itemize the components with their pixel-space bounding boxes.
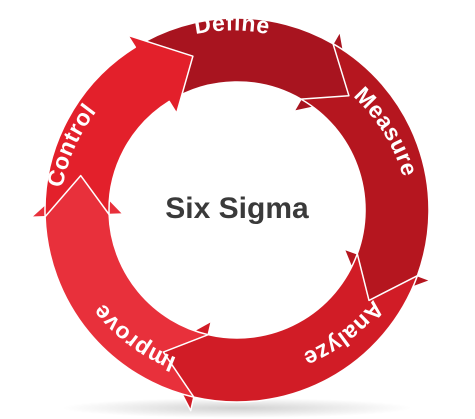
arrow-segment-measure [300,42,432,305]
center-title: Six Sigma [165,192,309,225]
arrow-segment-improve [30,170,209,398]
stage-label-define: Define [192,9,272,39]
cycle-segments [30,17,432,412]
arrow-segment-control [44,34,194,218]
ground-shadow [62,398,412,418]
arrow-segment-analyze [158,253,419,412]
